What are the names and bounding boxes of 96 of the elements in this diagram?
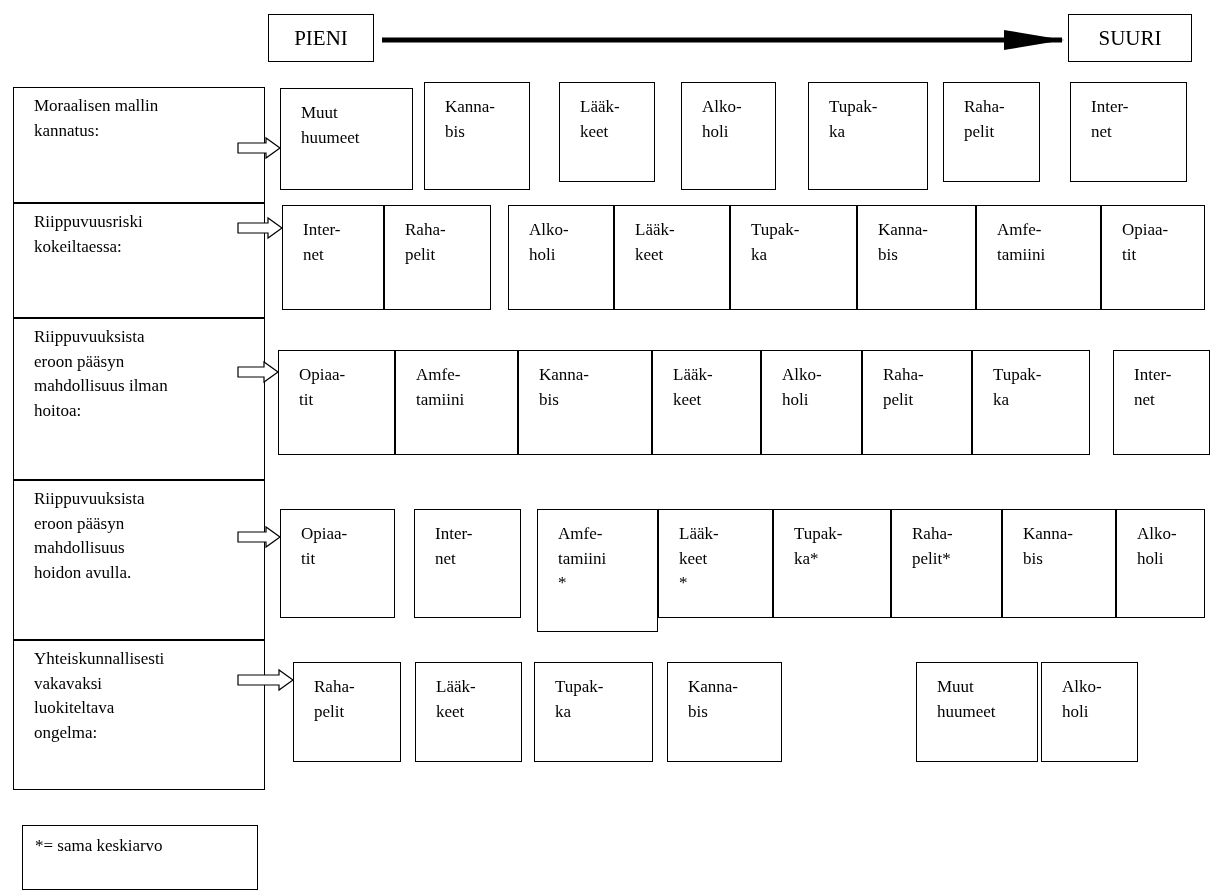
box-label: Riippuvuuksista eroon pääsyn mahdollisuus hoidon avulla. [34, 488, 146, 584]
note-box [22, 825, 258, 890]
box-label: Raha- pelit [314, 676, 356, 723]
box-label: Opiaa- tit [299, 364, 347, 411]
box-label: Alko- holi [1062, 676, 1103, 723]
box-label: Muut huumeet [937, 676, 997, 723]
box-label: Inter- net [303, 219, 342, 266]
box-label: Yhteiskunnallisesti vakavaksi luokiteltava ongelma: [34, 648, 166, 744]
row-label-box [13, 318, 265, 480]
category-box [761, 350, 862, 455]
category-box [293, 662, 401, 762]
category-box [278, 350, 395, 455]
box-label: Inter- net [435, 523, 474, 570]
arrow [237, 216, 284, 240]
box-label: Lääk- keet * [679, 523, 720, 595]
box-label: Tupak- ka [829, 96, 879, 143]
arrow [237, 136, 282, 160]
category-box [916, 662, 1038, 762]
category-box [534, 662, 653, 762]
row-label-box [13, 640, 265, 790]
box-label: Lääk- keet [580, 96, 621, 143]
category-box [862, 350, 972, 455]
box-label: Alko- holi [702, 96, 743, 143]
box-label: Raha- pelit [883, 364, 925, 411]
arrow [237, 525, 282, 549]
box-label: Riippuvuuksista eroon pääsyn mahdollisuus ilman hoitoa: [34, 326, 169, 422]
category-box [614, 205, 730, 310]
category-box [1116, 509, 1205, 618]
arrow [382, 30, 1064, 50]
category-box [559, 82, 655, 182]
arrow [237, 360, 280, 384]
box-label: Raha- pelit [405, 219, 447, 266]
row-label-box [13, 87, 265, 203]
box-label: Tupak- ka [555, 676, 605, 723]
category-box [518, 350, 652, 455]
box-label: Lääk- keet [673, 364, 714, 411]
box-label: Inter- net [1134, 364, 1173, 411]
box-label: Amfe- tamiini [997, 219, 1047, 266]
box-label: Raha- pelit [964, 96, 1006, 143]
box-label: Kanna- bis [539, 364, 591, 411]
category-box [808, 82, 928, 190]
category-box [384, 205, 491, 310]
category-box [415, 662, 522, 762]
box-label: Tupak- ka [993, 364, 1043, 411]
category-box [730, 205, 857, 310]
category-box [395, 350, 518, 455]
scale-end-box [268, 14, 374, 62]
row-label-box [13, 203, 265, 318]
category-box [652, 350, 761, 455]
box-label: Alko- holi [782, 364, 823, 411]
box-label: Lääk- keet [635, 219, 676, 266]
box-label: Riippuvuusriski kokeiltaessa: [34, 211, 144, 258]
category-box [1070, 82, 1187, 182]
scale-end-box [1068, 14, 1192, 62]
category-box [1101, 205, 1205, 310]
category-box [508, 205, 614, 310]
box-label: SUURI [1098, 24, 1162, 52]
category-box [891, 509, 1002, 618]
arrow [237, 668, 295, 692]
box-label: Amfe- tamiini [416, 364, 466, 411]
category-box [972, 350, 1090, 455]
category-box [773, 509, 891, 618]
category-box [658, 509, 773, 618]
box-label: Kanna- bis [445, 96, 497, 143]
box-label: Tupak- ka* [794, 523, 844, 570]
row-label-box [13, 480, 265, 640]
category-box [681, 82, 776, 190]
box-label: Amfe- tamiini * [558, 523, 608, 595]
box-label: Moraalisen mallin kannatus: [34, 95, 160, 142]
category-box [976, 205, 1101, 310]
category-box [282, 205, 384, 310]
category-box [537, 509, 658, 632]
category-box [943, 82, 1040, 182]
category-box [857, 205, 976, 310]
category-box [1041, 662, 1138, 762]
category-box [414, 509, 521, 618]
box-label: Alko- holi [529, 219, 570, 266]
box-label: Muut huumeet [301, 102, 361, 149]
category-box [667, 662, 782, 762]
box-label: Kanna- bis [1023, 523, 1075, 570]
box-label: Opiaa- tit [301, 523, 349, 570]
box-label: Kanna- bis [878, 219, 930, 266]
box-label: Inter- net [1091, 96, 1130, 143]
box-label: *= sama keskiarvo [35, 835, 163, 857]
box-label: Opiaa- tit [1122, 219, 1170, 266]
category-box [280, 509, 395, 618]
box-label: Kanna- bis [688, 676, 740, 723]
box-label: Alko- holi [1137, 523, 1178, 570]
category-box [280, 88, 413, 190]
box-label: Lääk- keet [436, 676, 477, 723]
box-label: Raha- pelit* [912, 523, 954, 570]
box-label: PIENI [294, 24, 348, 52]
category-box [1002, 509, 1116, 618]
box-label: Tupak- ka [751, 219, 801, 266]
category-box [1113, 350, 1210, 455]
category-box [424, 82, 530, 190]
